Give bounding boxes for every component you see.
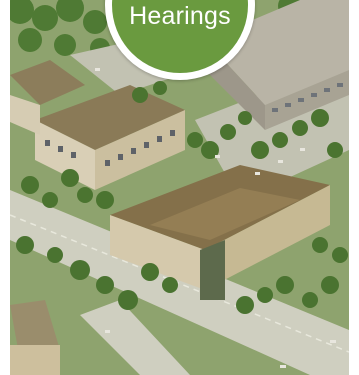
left-border xyxy=(0,0,10,375)
badge-label: Hearings xyxy=(129,2,231,30)
right-border xyxy=(349,0,359,375)
